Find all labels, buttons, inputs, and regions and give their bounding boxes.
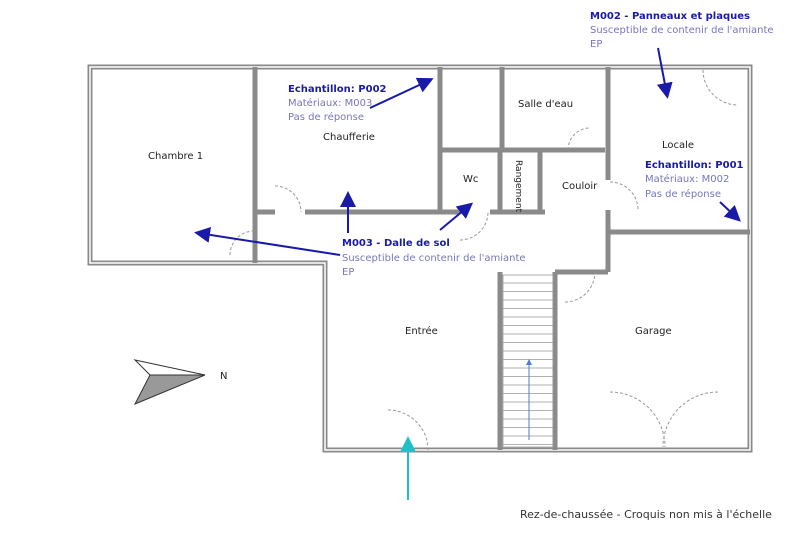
svg-text:Matériaux: M003: Matériaux: M003: [288, 97, 372, 109]
room-label-entree: Entrée: [405, 325, 438, 337]
svg-text:EP: EP: [342, 267, 354, 278]
room-label-wc: Wc: [463, 174, 478, 185]
svg-text:EP: EP: [590, 39, 602, 50]
room-label-salle-eau: Salle d'eau: [518, 99, 573, 110]
svg-text:M002 - Panneaux et plaques: M002 - Panneaux et plaques: [590, 11, 750, 22]
room-label-chaufferie: Chaufferie: [323, 132, 375, 143]
svg-text:Echantillon: P002: Echantillon: P002: [288, 84, 387, 95]
svg-text:Susceptible de contenir de l'a: Susceptible de contenir de l'amiante: [590, 25, 774, 36]
walls: [87, 64, 753, 453]
svg-text:Pas de réponse: Pas de réponse: [645, 188, 721, 200]
annotation-p001: Echantillon: P001 Matériaux: M002 Pas de…: [645, 160, 744, 222]
svg-text:Matériaux: M002: Matériaux: M002: [645, 173, 729, 185]
caption: Rez-de-chaussée - Croquis non mis à l'éc…: [520, 508, 772, 521]
staircase: [502, 274, 554, 448]
annotation-m002: M002 - Panneaux et plaques Susceptible d…: [590, 11, 774, 99]
svg-text:M003 - Dalle de sol: M003 - Dalle de sol: [342, 238, 450, 249]
room-label-rangement: Rangement: [513, 160, 523, 213]
svg-text:Pas de réponse: Pas de réponse: [288, 111, 364, 123]
annotation-m003: M003 - Dalle de sol Susceptible de conte…: [194, 191, 526, 278]
room-label-locale: Locale: [662, 140, 694, 151]
north-compass: N: [133, 359, 227, 405]
room-label-chambre: Chambre 1: [148, 151, 203, 162]
annotation-p002: Echantillon: P002 Matériaux: M003 Pas de…: [288, 77, 434, 123]
room-label-garage: Garage: [635, 326, 672, 337]
compass-label: N: [220, 371, 227, 382]
doors: [229, 69, 739, 451]
room-label-couloir: Couloir: [562, 181, 598, 192]
svg-text:Susceptible de contenir de l'a: Susceptible de contenir de l'amiante: [342, 253, 526, 264]
svg-text:Echantillon: P001: Echantillon: P001: [645, 160, 744, 171]
